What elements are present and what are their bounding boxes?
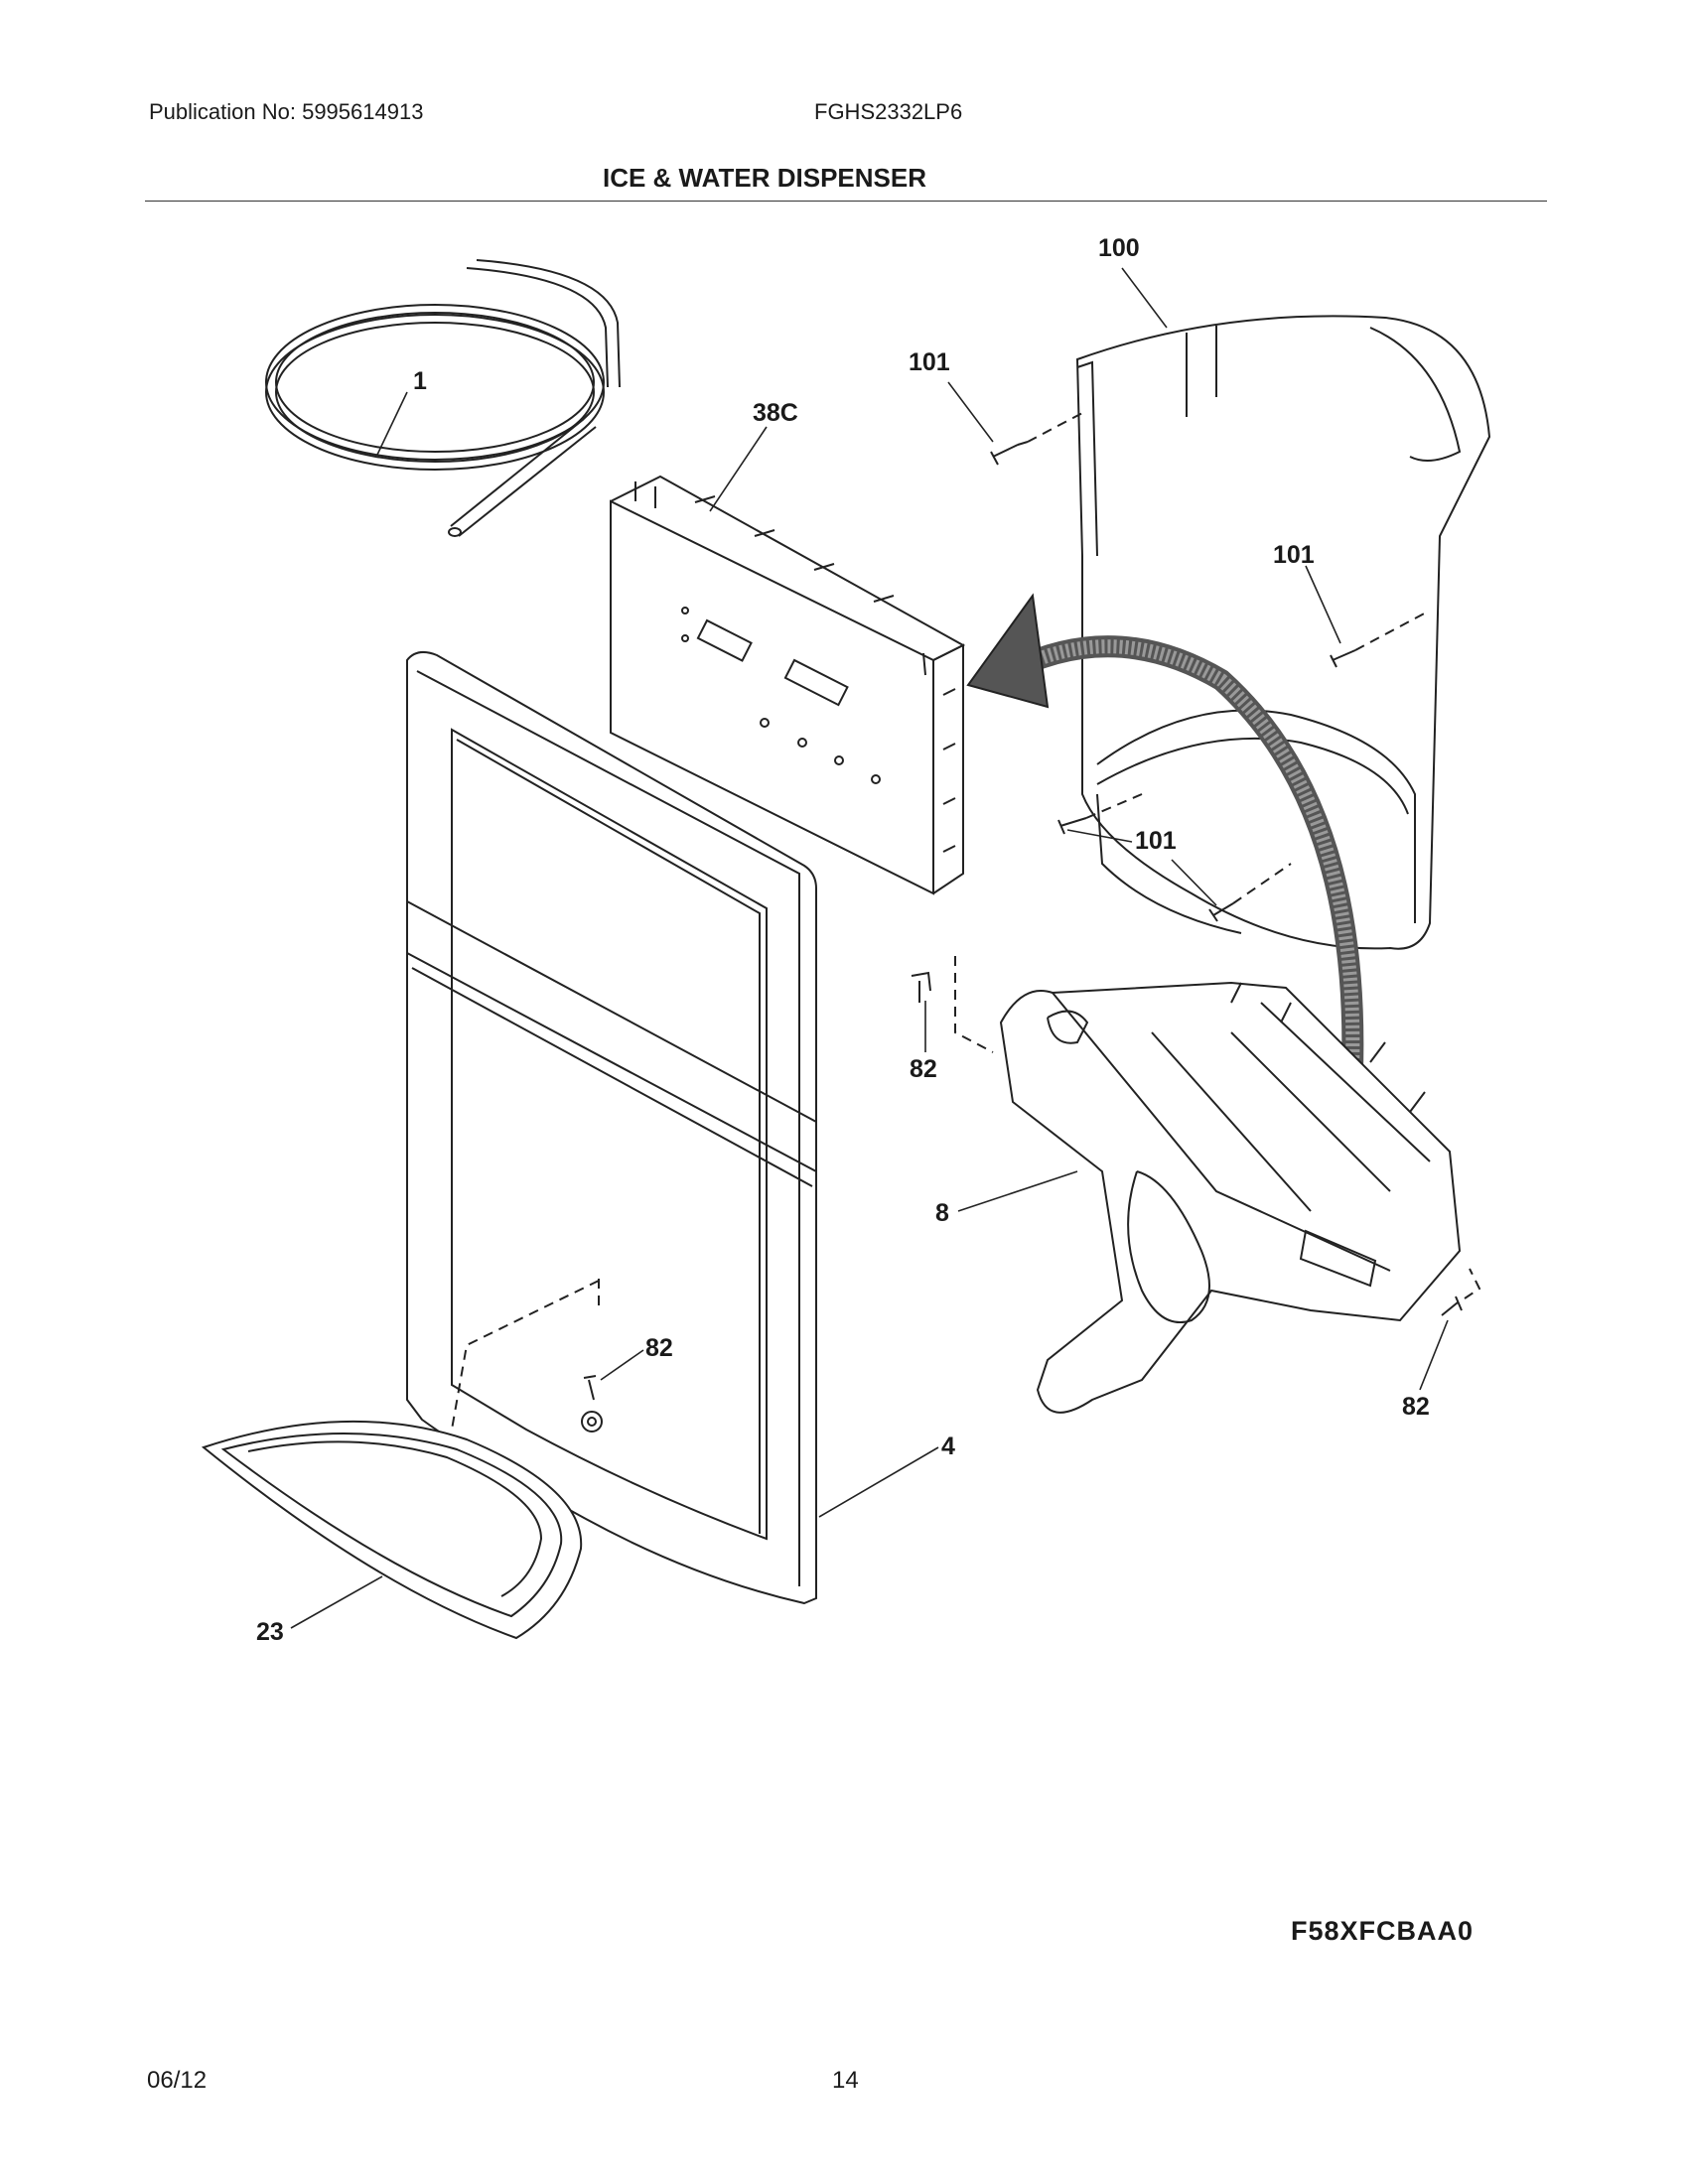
control-board [610,475,966,895]
water-tube-coil [265,259,621,537]
alignment-lines [451,411,1481,1431]
callout-control-board: 38C [753,399,798,427]
callout-screw-right-bottom: 82 [1402,1393,1430,1421]
page-number: 14 [832,2067,859,2094]
publication-number: Publication No: 5995614913 [149,99,424,124]
callout-screw-top: 101 [909,348,950,376]
callout-housing: 100 [1098,234,1140,262]
callout-screw-frame: 82 [645,1334,673,1362]
callout-drip-tray: 23 [256,1618,284,1646]
callout-actuator: 8 [935,1199,949,1227]
callout-tube: 1 [413,367,427,395]
title-divider [145,201,1547,202]
callout-screw-right: 101 [1273,541,1315,569]
drip-tray [201,1420,583,1640]
page-title: ICE & WATER DISPENSER [602,163,926,193]
footer-date: 06/12 [147,2067,208,2094]
screw-icons [581,441,1463,1433]
ice-actuator-assembly [999,981,1462,1414]
callout-screw-actuator: 82 [910,1055,937,1083]
callout-frame: 4 [941,1433,955,1460]
assembly-arrow [966,593,1364,1113]
callout-screw-mid: 101 [1135,827,1177,855]
figure-code: F58XFCBAA0 [1291,1916,1475,1946]
model-number: FGHS2332LP6 [814,99,963,124]
ice-chute-housing [1075,315,1491,950]
leader-lines [290,267,1449,1629]
